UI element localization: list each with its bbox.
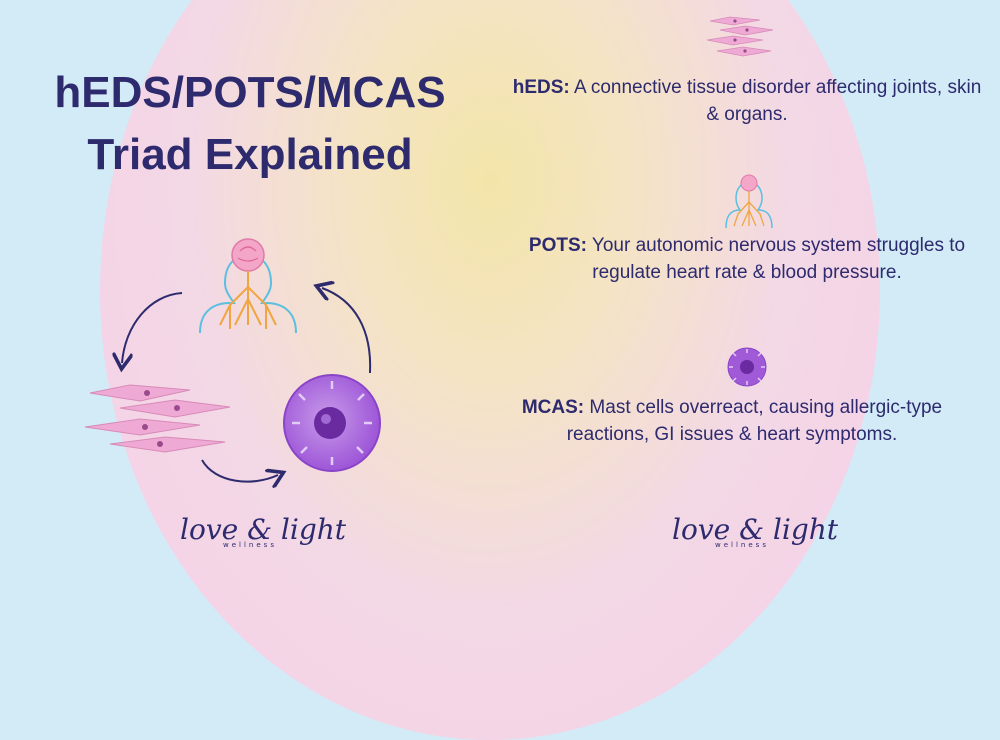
logo-main-text: love & light [672,513,839,546]
pots-description: POTS: Your autonomic nervous system stru… [512,232,982,286]
brand-logo: love & light wellness [180,513,347,550]
brand-logo: love & light wellness [672,513,839,550]
cycle-arrow-icon [322,288,372,374]
mcas-description: MCAS: Mast cells overreact, causing alle… [497,394,967,448]
cycle-arrow-icon [122,292,183,363]
logo-sub-text: wellness [223,541,277,549]
title-line-2: Triad Explained [87,130,413,179]
logo-sub-text: wellness [715,541,769,549]
nervous-system-body-icon [199,238,297,334]
pots-text: Your autonomic nervous system struggles … [586,235,966,283]
mcas-text: Mast cells overreact, causing allergic-t… [566,397,943,445]
cycle-arrow-icon [201,459,278,482]
logo-main-text: love & light [180,513,347,546]
connective-tissue-cells-icon [706,16,774,57]
cycle-diagram [84,238,381,500]
connective-tissue-cells-icon [84,384,231,453]
pots-term: POTS: [528,235,587,256]
nervous-system-body-icon [725,174,773,229]
heds-description: hEDS: A connective tissue disorder affec… [512,74,982,128]
mast-cell-icon [727,347,767,387]
page-title: hEDS/POTS/MCAS Triad Explained [30,62,470,186]
mcas-term: MCAS: [521,397,585,418]
title-line-1: hEDS/POTS/MCAS [54,68,446,117]
heds-text: A connective tissue disorder affecting j… [569,77,982,125]
mast-cell-icon [283,374,381,472]
heds-term: hEDS: [512,77,570,98]
